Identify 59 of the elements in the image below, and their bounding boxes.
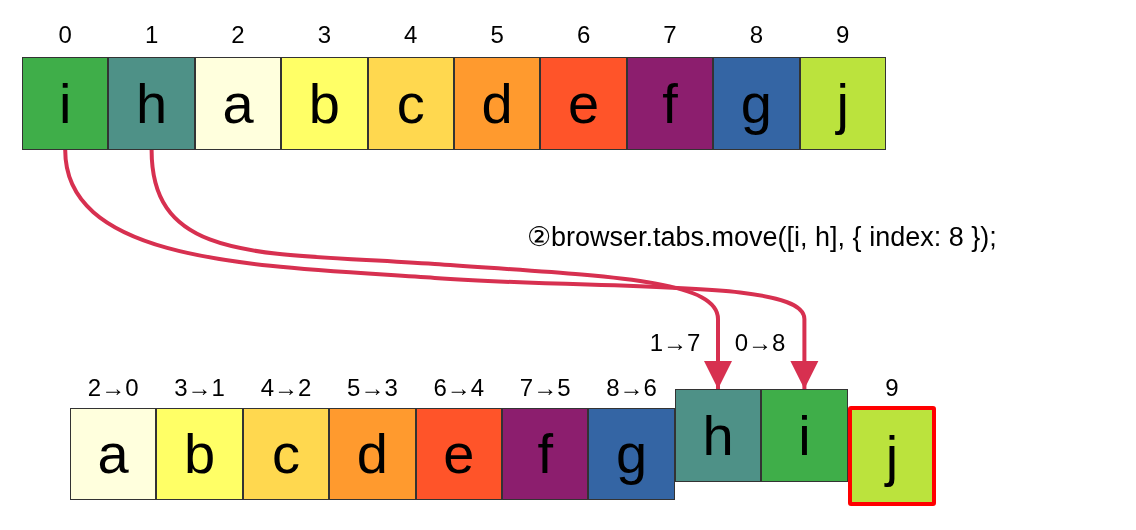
index-label: 2 (231, 23, 245, 47)
index-label: 6 (576, 23, 591, 47)
tile-letter: c (396, 75, 425, 132)
letter-tile (502, 408, 589, 500)
tile-letter: b (184, 426, 216, 482)
tile-letter: h (136, 75, 168, 132)
letter-tile (156, 408, 243, 500)
index-label: 0→8 (734, 331, 786, 355)
index-label: 7 (663, 23, 677, 47)
index-label: 0 (58, 23, 72, 47)
letter-tile (22, 57, 109, 150)
index-label: 1→7 (649, 331, 701, 355)
highlighted-letter-tile (848, 406, 936, 506)
letter-tile (674, 389, 762, 482)
tile-letter: i (58, 75, 72, 132)
index-label: 5 (490, 23, 504, 47)
index-label: 4 (404, 23, 418, 47)
index-label: 5→3 (347, 376, 398, 400)
letter-tile (626, 57, 714, 150)
index-label: 6→4 (433, 376, 485, 400)
tile-letter: a (97, 426, 129, 482)
letter-tile (799, 57, 886, 150)
index-label: 8→6 (606, 376, 657, 400)
letter-tile (108, 57, 195, 150)
letter-tile (242, 408, 330, 500)
letter-tile (281, 57, 368, 150)
curved-arrow (149, 149, 732, 389)
tile-letter: h (702, 407, 734, 464)
tile-letter: c (272, 426, 300, 482)
index-label: 8 (749, 23, 764, 47)
tile-letter: e (443, 426, 475, 482)
letter-tile (454, 57, 541, 150)
letter-tile (540, 57, 627, 150)
tile-letter: e (568, 75, 600, 132)
tile-letter: d (481, 75, 513, 132)
letter-tile (329, 408, 416, 500)
curved-arrow (63, 149, 819, 389)
letter-tile (194, 57, 282, 150)
index-label: 9 (885, 376, 899, 400)
letter-tile (588, 408, 675, 500)
index-label: 7→5 (519, 376, 571, 400)
tile-letter: f (537, 426, 553, 482)
letter-tile (415, 408, 502, 500)
tile-letter: f (662, 75, 678, 132)
tile-letter: i (798, 407, 811, 464)
letter-tile (713, 57, 800, 150)
tile-letter: b (308, 75, 340, 132)
index-label: 4→2 (260, 376, 312, 400)
index-label: 1 (144, 23, 159, 47)
letter-tile (367, 57, 454, 150)
letter-tile (761, 389, 848, 482)
letter-tile (70, 408, 157, 500)
tile-letter: d (356, 426, 388, 482)
index-label: 2→0 (87, 376, 139, 400)
index-label: 3 (317, 23, 332, 47)
index-label: 9 (836, 23, 850, 47)
tile-letter: a (222, 75, 254, 132)
code-label: ②browser.tabs.move([i, h], { index: 8 }); (527, 224, 997, 251)
index-label: 3→1 (174, 376, 225, 400)
